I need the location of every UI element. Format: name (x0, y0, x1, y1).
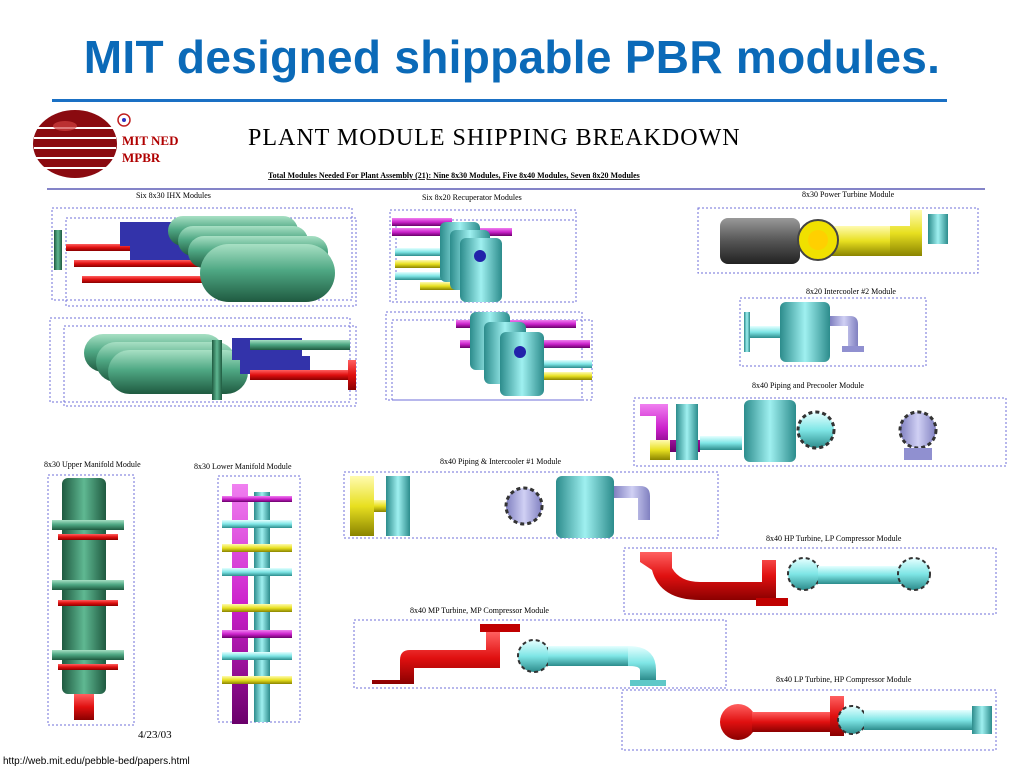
module-breakdown-diagram: MIT NED MPBR PLANT MODULE SHIPPING BREAK… (33, 110, 1007, 751)
mp-turbine-label: 8x40 MP Turbine, MP Compressor Module (410, 606, 549, 615)
logo-text-line1: MIT NED (122, 133, 178, 148)
lp-turbine-label: 8x40 LP Turbine, HP Compressor Module (776, 675, 912, 684)
slide-title: MIT designed shippable PBR modules. (83, 31, 941, 83)
ihx-label: Six 8x30 IHX Modules (136, 191, 211, 200)
hp-turbine-label: 8x40 HP Turbine, LP Compressor Module (766, 534, 902, 543)
upper-manifold-label: 8x30 Upper Manifold Module (44, 460, 141, 469)
logo-text-line2: MPBR (122, 150, 161, 165)
lp-turbine-module: 8x40 LP Turbine, HP Compressor Module (621, 675, 997, 751)
mpbr-logo: MIT NED MPBR (33, 110, 178, 178)
diagram-date: 4/23/03 (138, 729, 172, 741)
ihx-modules: Six 8x30 IHX Modules (49, 191, 357, 407)
title-underline (52, 99, 947, 102)
piping-precooler-label: 8x40 Piping and Precooler Module (752, 381, 864, 390)
lower-manifold-module: 8x30 Lower Manifold Module (194, 462, 301, 724)
recuperator-label: Six 8x20 Recuperator Modules (422, 193, 522, 202)
mp-turbine-module: 8x40 MP Turbine, MP Compressor Module (353, 606, 727, 689)
diagram-subheading: Total Modules Needed For Plant Assembly … (268, 171, 640, 180)
piping-intercooler-1-module: 8x40 Piping & Intercooler #1 Module (343, 457, 719, 539)
piping-precooler-module: 8x40 Piping and Precooler Module (633, 381, 1007, 467)
footer-url: http://web.mit.edu/pebble-bed/papers.htm… (3, 756, 190, 767)
intercooler-2-module: 8x20 Intercooler #2 Module (739, 287, 927, 367)
hp-turbine-module: 8x40 HP Turbine, LP Compressor Module (623, 534, 997, 615)
intercooler2-label: 8x20 Intercooler #2 Module (806, 287, 896, 296)
lower-manifold-label: 8x30 Lower Manifold Module (194, 462, 292, 471)
piping-intercooler1-label: 8x40 Piping & Intercooler #1 Module (440, 457, 562, 466)
upper-manifold-module: 8x30 Upper Manifold Module (44, 460, 141, 726)
diagram-heading: PLANT MODULE SHIPPING BREAKDOWN (248, 125, 741, 151)
recuperator-modules: Six 8x20 Recuperator Modules (385, 193, 593, 401)
power-turbine-label: 8x30 Power Turbine Module (802, 190, 895, 199)
power-turbine-module: 8x30 Power Turbine Module (697, 190, 979, 274)
atom-icon (117, 113, 131, 127)
